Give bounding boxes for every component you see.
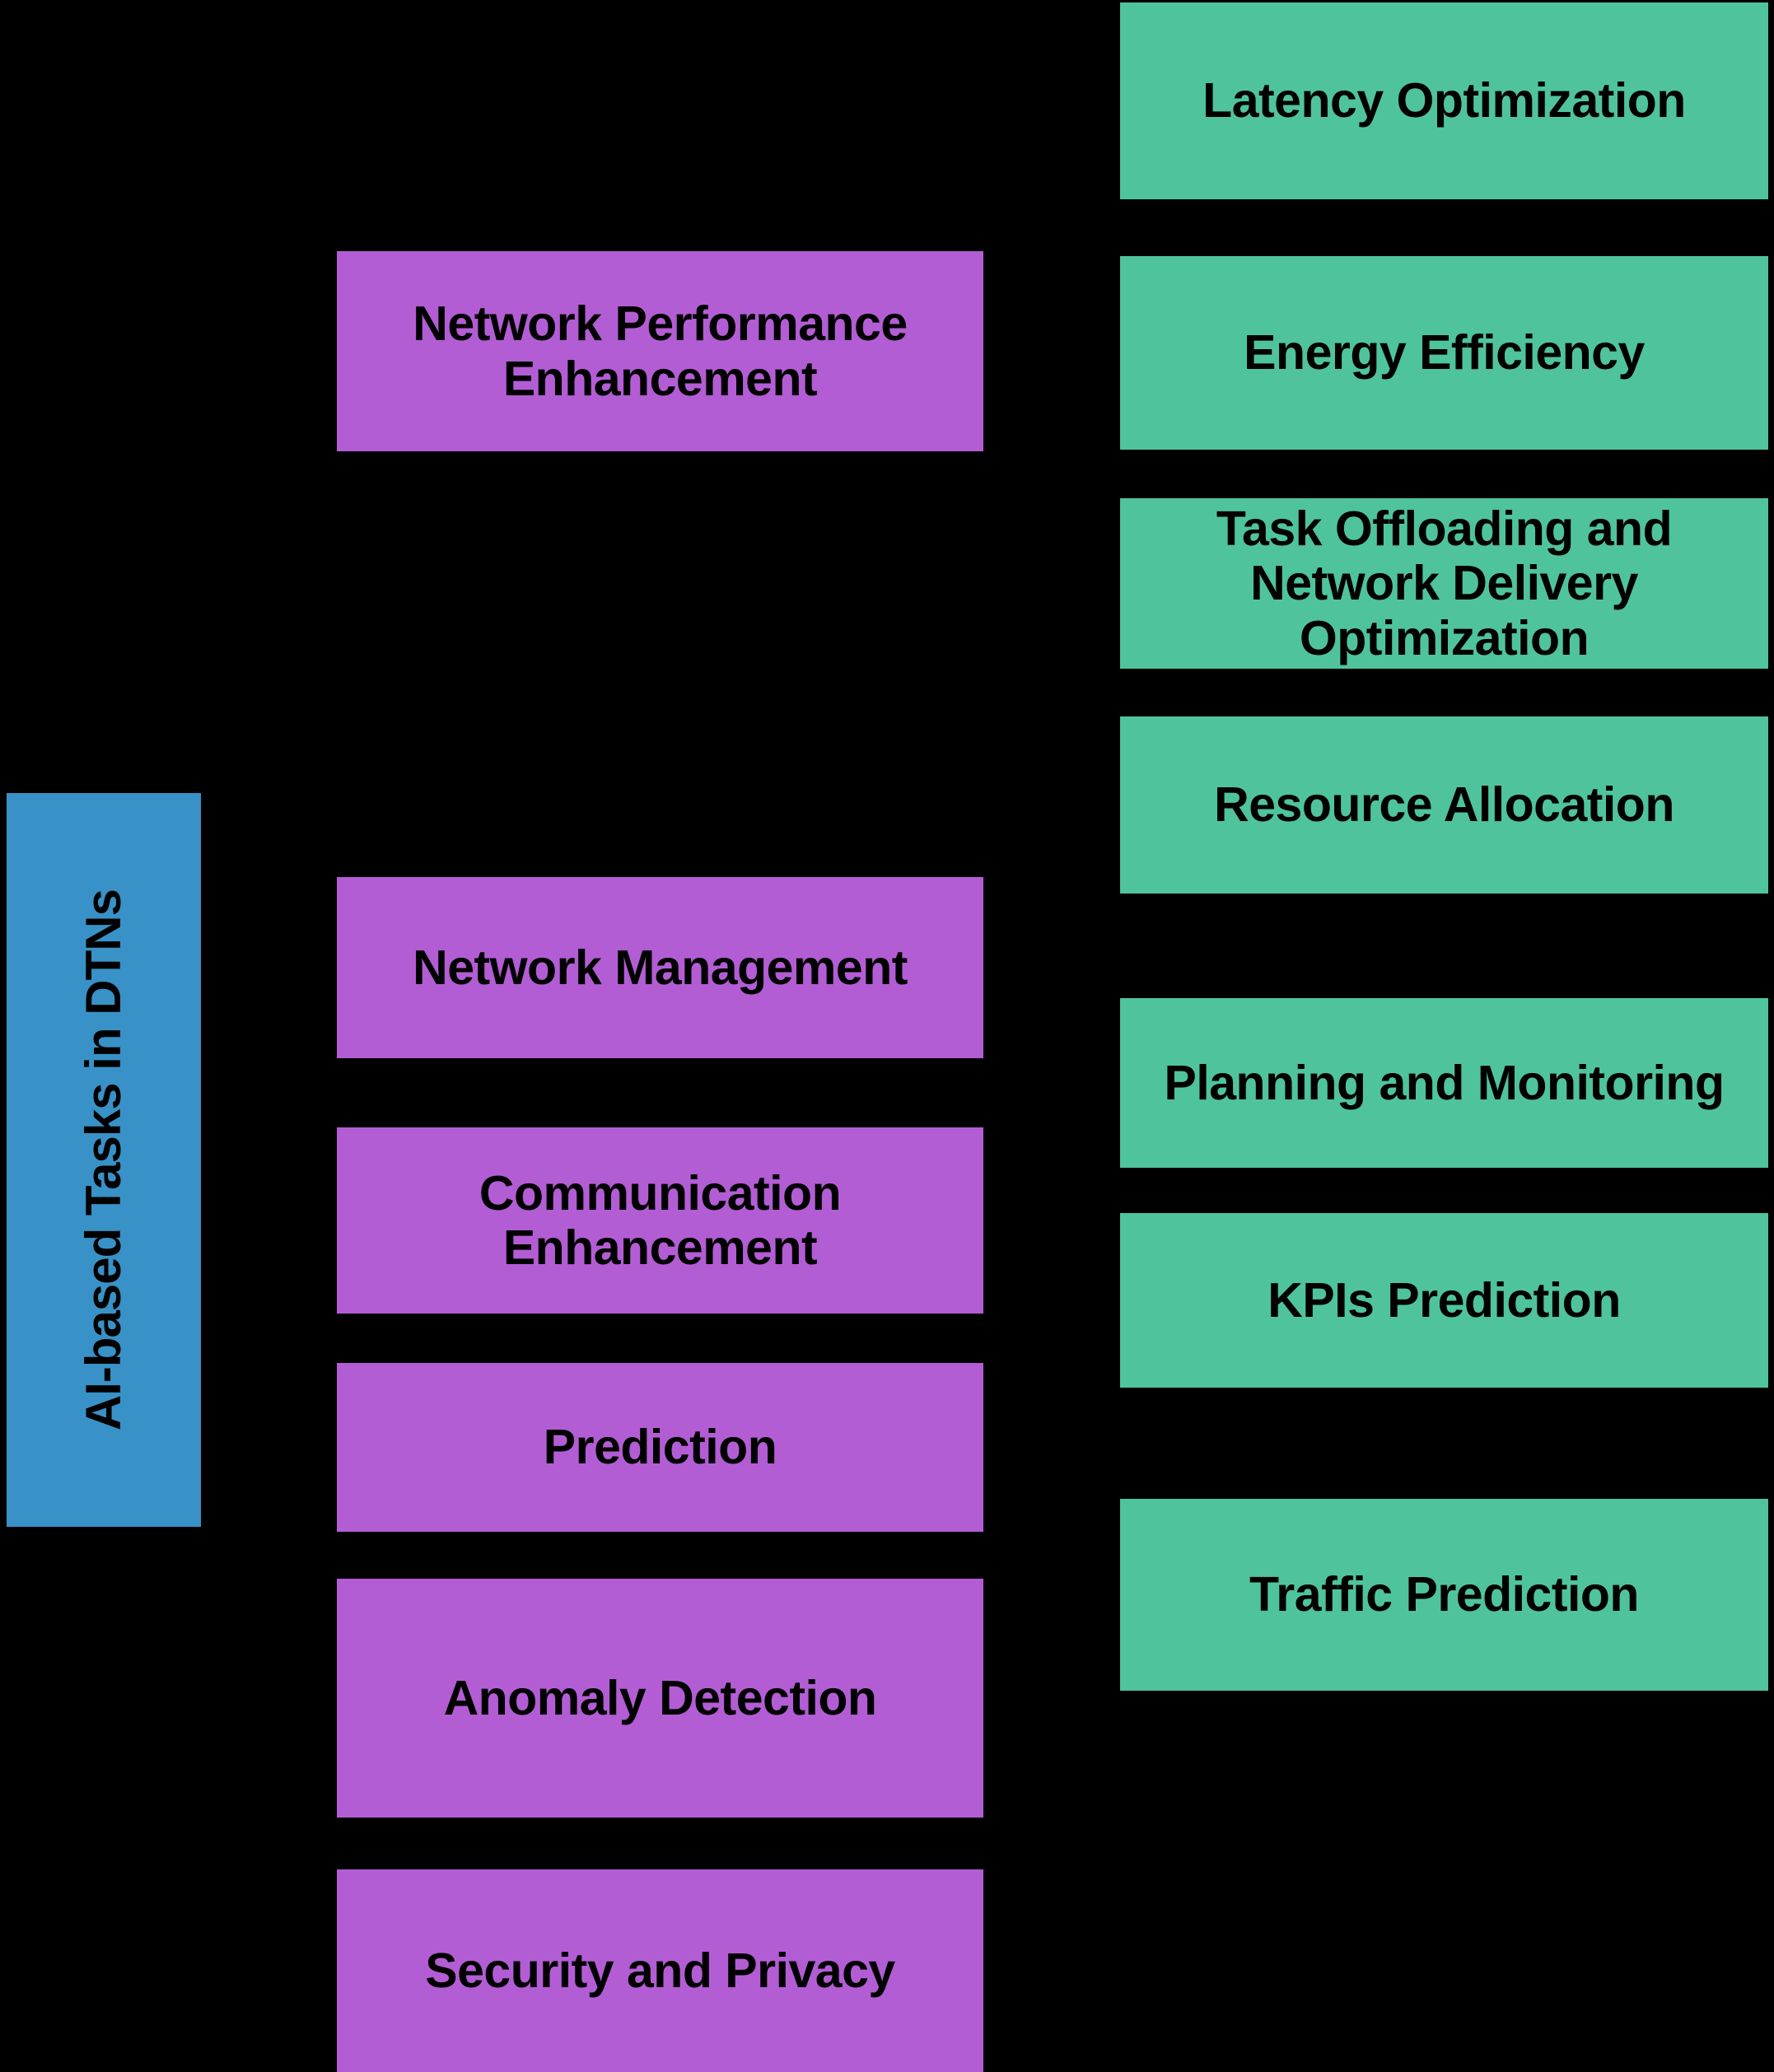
task-node-label: Traffic Prediction (1249, 1567, 1639, 1622)
category-node-security-and-privacy[interactable]: Security and Privacy (337, 1869, 983, 2072)
task-node-label: Resource Allocation (1214, 777, 1674, 833)
category-node-label: Anomaly Detection (443, 1670, 877, 1725)
category-node-prediction[interactable]: Prediction (337, 1363, 983, 1532)
task-node-planning-and-monitoring[interactable]: Planning and Monitoring (1120, 998, 1768, 1168)
category-node-network-performance-enhancement[interactable]: Network Performance Enhancement (337, 251, 983, 451)
category-node-communication-enhancement[interactable]: Communication Enhancement (337, 1127, 983, 1314)
task-node-label: KPIs Prediction (1267, 1272, 1621, 1328)
category-node-label: Prediction (543, 1420, 777, 1475)
category-node-label: Security and Privacy (425, 1943, 895, 1998)
task-node-resource-allocation[interactable]: Resource Allocation (1120, 716, 1768, 894)
task-node-traffic-prediction[interactable]: Traffic Prediction (1120, 1499, 1768, 1691)
category-node-label: Network Performance Enhancement (413, 296, 908, 406)
root-node-ai-based-tasks-in-dtns[interactable]: AI-based Tasks in DTNs (7, 793, 201, 1527)
category-node-label: Communication Enhancement (479, 1165, 842, 1275)
task-node-label: Task Offloading and Network Delivery Opt… (1216, 502, 1673, 665)
task-node-energy-efficiency[interactable]: Energy Efficiency (1120, 256, 1768, 450)
root-node-label: AI-based Tasks in DTNs (76, 889, 132, 1431)
task-node-kpis-prediction[interactable]: KPIs Prediction (1120, 1213, 1768, 1388)
task-node-task-offloading-and-network-delivery-optimization[interactable]: Task Offloading and Network Delivery Opt… (1120, 498, 1768, 669)
task-node-label: Latency Optimization (1202, 73, 1686, 128)
category-node-label: Network Management (413, 940, 908, 995)
category-node-anomaly-detection[interactable]: Anomaly Detection (337, 1579, 983, 1818)
category-node-network-management[interactable]: Network Management (337, 877, 983, 1058)
task-node-latency-optimization[interactable]: Latency Optimization (1120, 2, 1768, 199)
task-node-label: Energy Efficiency (1244, 325, 1645, 380)
task-node-label: Planning and Monitoring (1164, 1055, 1725, 1110)
